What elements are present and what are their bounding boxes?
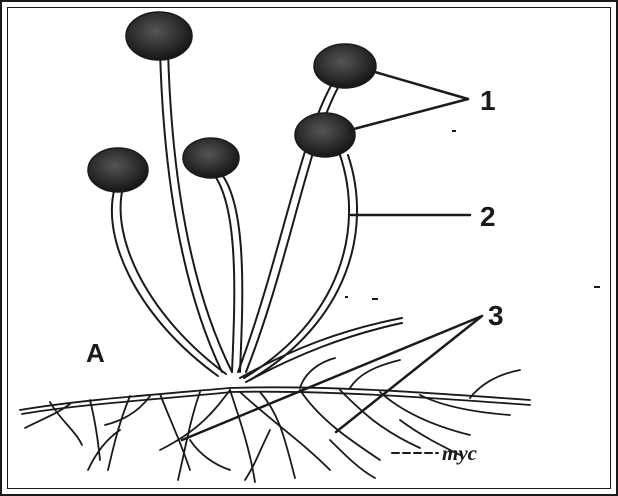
- sporangium-left: [88, 148, 148, 192]
- label-1: 1: [480, 85, 496, 116]
- sporangium-right-top: [314, 44, 376, 88]
- leader-1a: [375, 72, 468, 99]
- panel-letter: A: [86, 338, 105, 368]
- label-2: 2: [480, 201, 496, 232]
- leader-1b: [350, 99, 468, 130]
- label-myc: myc: [442, 441, 478, 465]
- leader-3b: [336, 316, 482, 432]
- stalk-3: [210, 170, 234, 372]
- sporangium-mid: [183, 138, 239, 178]
- label-3: 3: [488, 300, 504, 331]
- sporangia: [88, 12, 376, 192]
- sporangium-right-low: [295, 113, 355, 157]
- leader-3a: [182, 316, 482, 440]
- stalk-2: [112, 187, 218, 376]
- sporangium-top: [126, 12, 192, 60]
